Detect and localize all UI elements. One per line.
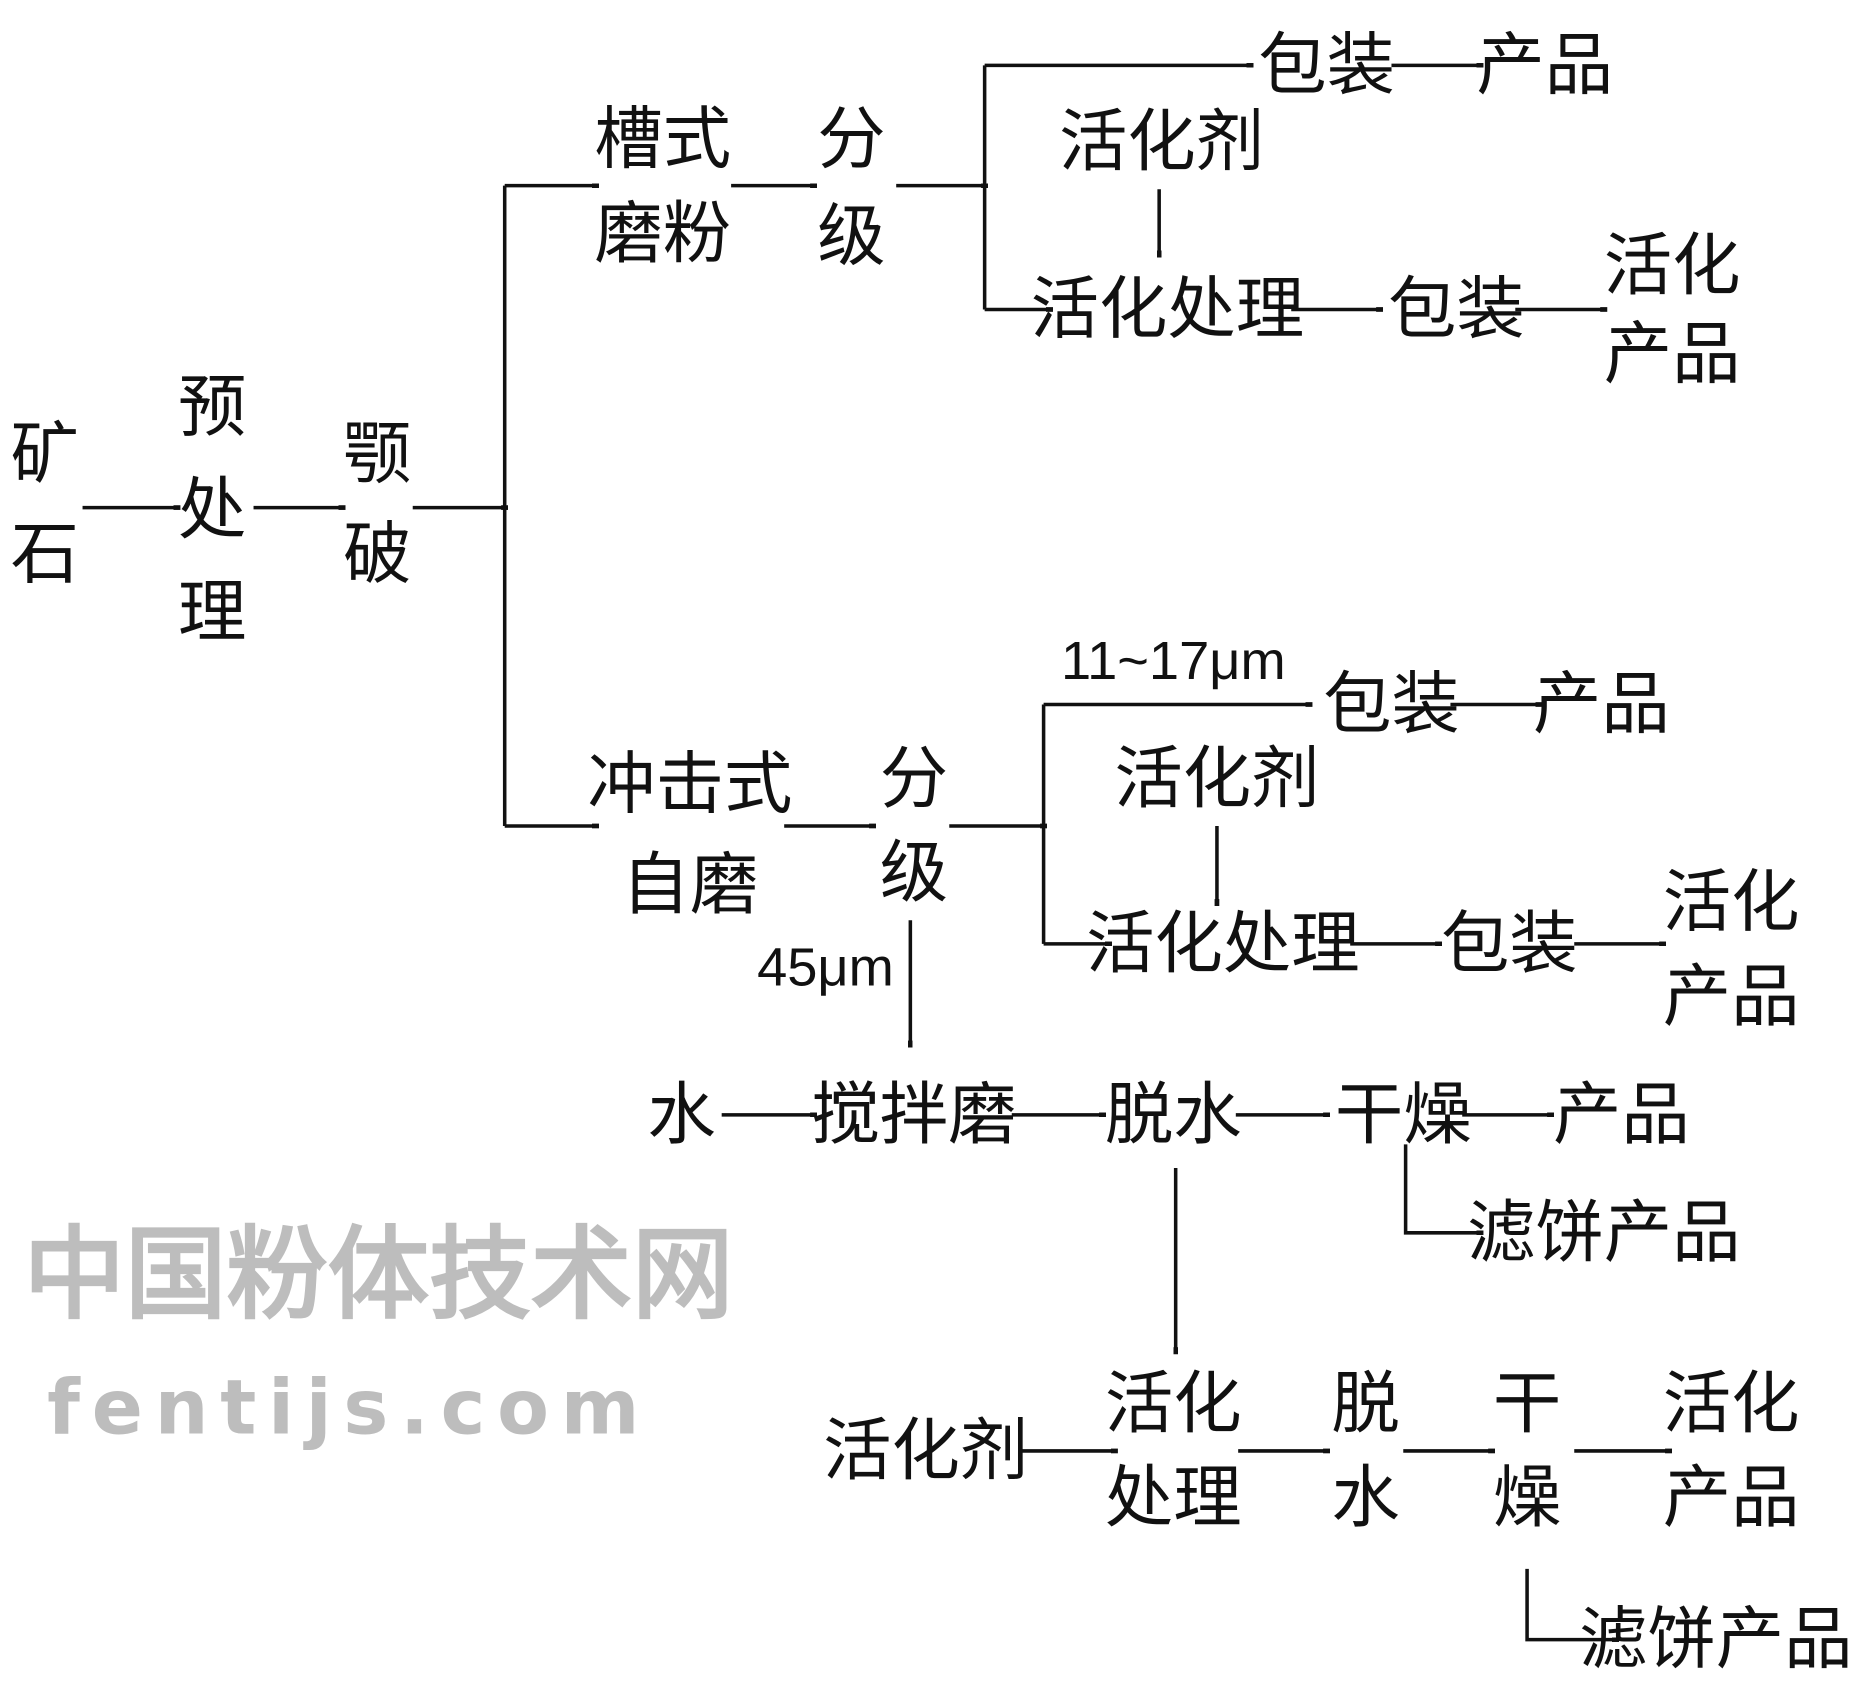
node-classify2: 分级 [880, 739, 948, 912]
node-text: 产品 [1663, 957, 1800, 1036]
nodes: 矿石预处理颚破槽式磨粉分级包装产品活化剂活化处理包装活化产品冲击式自磨分级包装产… [11, 26, 1849, 1679]
node-impact-mill: 冲击式自磨 [587, 745, 792, 924]
node-text: 产品 [1553, 1075, 1690, 1154]
node-agent2: 活化剂 [1114, 739, 1319, 818]
node-cake1: 滤饼产品 [1467, 1193, 1741, 1272]
node-dewater2: 脱水 [1331, 1364, 1399, 1537]
node-pack2: 包装 [1388, 270, 1525, 349]
node-trough-mill: 槽式磨粉 [594, 100, 731, 273]
node-activate1: 活化处理 [1031, 270, 1305, 349]
node-text: 活化 [1663, 1364, 1800, 1443]
node-prod1: 产品 [1476, 26, 1613, 105]
node-prod2: 产品 [1533, 665, 1670, 744]
coarse-size-label: 45μm [757, 937, 894, 997]
node-text: 活化剂 [1059, 103, 1264, 182]
node-text: 包装 [1388, 270, 1525, 349]
node-pack4: 包装 [1441, 904, 1578, 983]
node-text: 产品 [1476, 26, 1613, 105]
node-text: 滤饼产品 [1467, 1193, 1741, 1272]
watermark-en: fentijs.com [47, 1363, 651, 1451]
node-text: 干燥 [1335, 1075, 1472, 1154]
watermark-cn: 中国粉体技术网 [24, 1215, 734, 1333]
node-dewater1: 脱水 [1105, 1075, 1242, 1154]
node-text: 活化剂 [1114, 739, 1319, 818]
node-actprod1: 活化产品 [1604, 226, 1741, 393]
node-text: 活化剂 [823, 1411, 1028, 1490]
node-text: 水 [647, 1075, 715, 1154]
node-agent3: 活化剂 [823, 1411, 1028, 1490]
node-text: 处理 [1105, 1459, 1242, 1538]
node-text: 干 [1493, 1364, 1561, 1443]
node-text: 破 [343, 515, 411, 594]
node-text: 冲击式 [587, 745, 792, 824]
node-text: 自磨 [621, 845, 758, 924]
node-text: 燥 [1493, 1459, 1561, 1538]
node-ore: 矿石 [11, 415, 79, 594]
node-classify1: 分级 [817, 100, 885, 276]
node-text: 活化 [1105, 1364, 1242, 1443]
node-stir-mill: 搅拌磨 [811, 1075, 1016, 1154]
node-text: 理 [178, 573, 246, 652]
node-text: 脱水 [1105, 1075, 1242, 1154]
fine-size-label: 11~17μm [1061, 631, 1286, 691]
node-pretreat: 预处理 [178, 368, 246, 652]
node-text: 分 [880, 739, 948, 818]
edges [82, 63, 1673, 1642]
node-text: 活化 [1663, 863, 1800, 942]
node-text: 产品 [1533, 665, 1670, 744]
node-agent1: 活化剂 [1059, 103, 1264, 182]
node-text: 颚 [343, 415, 411, 494]
node-text: 水 [1331, 1459, 1399, 1538]
watermark: 中国粉体技术网 fentijs.com [24, 1215, 734, 1451]
node-text: 级 [880, 834, 948, 913]
node-activate3: 活化处理 [1105, 1364, 1242, 1537]
node-prod3: 产品 [1553, 1075, 1690, 1154]
node-actprod2: 活化产品 [1663, 863, 1800, 1036]
node-text: 滤饼产品 [1579, 1600, 1849, 1679]
node-text: 预 [178, 368, 246, 447]
node-dry2: 干燥 [1493, 1364, 1561, 1537]
node-text: 活化处理 [1086, 904, 1360, 983]
node-text: 包装 [1323, 665, 1460, 744]
flow-arrow [1403, 1144, 1484, 1236]
flow-arrow [1525, 1568, 1620, 1642]
node-cake2: 滤饼产品 [1579, 1600, 1849, 1679]
node-actprod3: 活化产品 [1663, 1364, 1800, 1537]
node-water: 水 [647, 1075, 715, 1154]
node-activate2: 活化处理 [1086, 904, 1360, 983]
node-text: 矿 [11, 415, 79, 494]
node-jaw: 颚破 [343, 415, 411, 594]
node-text: 石 [11, 515, 79, 594]
node-text: 包装 [1441, 904, 1578, 983]
node-text: 槽式 [594, 100, 731, 179]
node-text: 活化 [1604, 226, 1741, 305]
node-pack3: 包装 [1323, 665, 1460, 744]
node-text: 级 [817, 197, 885, 276]
node-dry1: 干燥 [1335, 1075, 1472, 1154]
node-text: 包装 [1258, 26, 1395, 105]
node-text: 处 [178, 470, 246, 549]
node-text: 分 [817, 100, 885, 179]
node-text: 磨粉 [594, 195, 731, 274]
node-text: 产品 [1663, 1459, 1800, 1538]
node-text: 产品 [1604, 315, 1741, 394]
node-text: 搅拌磨 [811, 1075, 1016, 1154]
node-text: 脱 [1331, 1364, 1399, 1443]
node-pack1: 包装 [1258, 26, 1395, 105]
node-text: 活化处理 [1031, 270, 1305, 349]
